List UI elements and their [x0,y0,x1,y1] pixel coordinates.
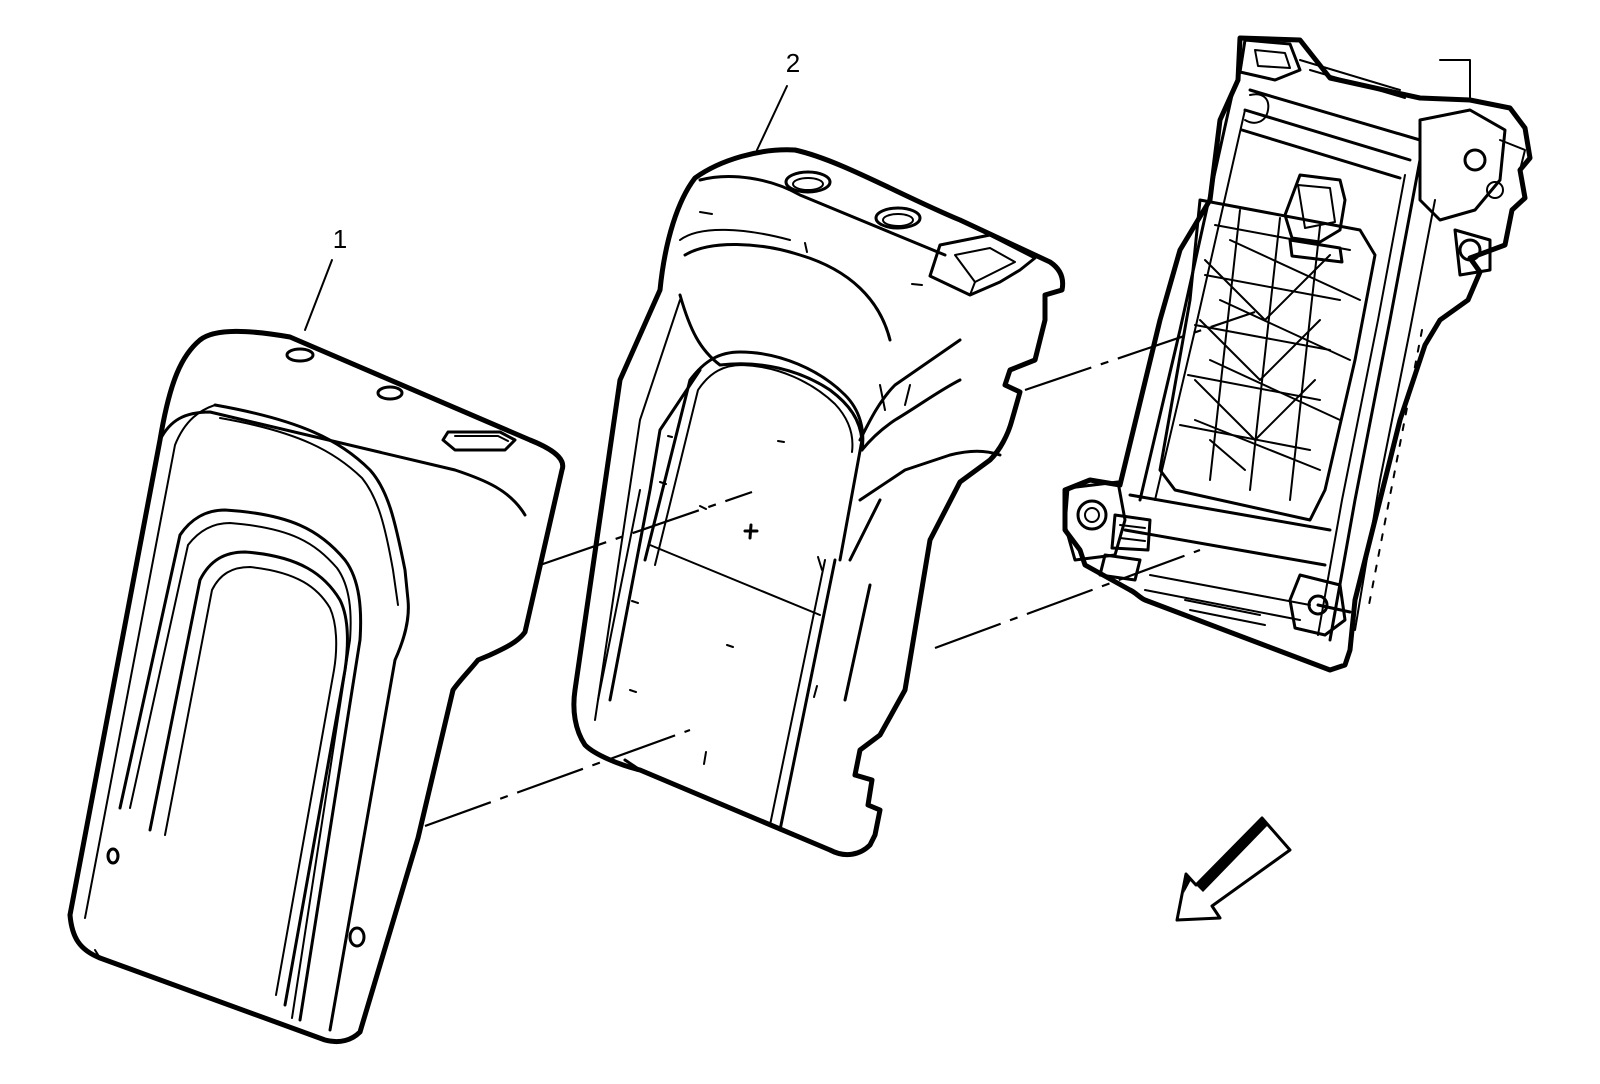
callout-number: 1 [333,224,347,254]
alignment-lines [424,310,1256,828]
callout-number: 2 [786,48,800,78]
callout-2: 2 [756,48,800,151]
callout-leader-line [756,85,788,151]
callout-leader-line [304,259,333,331]
seat-back-cover [67,328,566,1045]
callout-1: 1 [304,224,347,331]
seat-back-pad [571,147,1066,858]
seat-back-frame [1062,35,1533,673]
forward-direction-arrow-icon [1175,816,1292,922]
